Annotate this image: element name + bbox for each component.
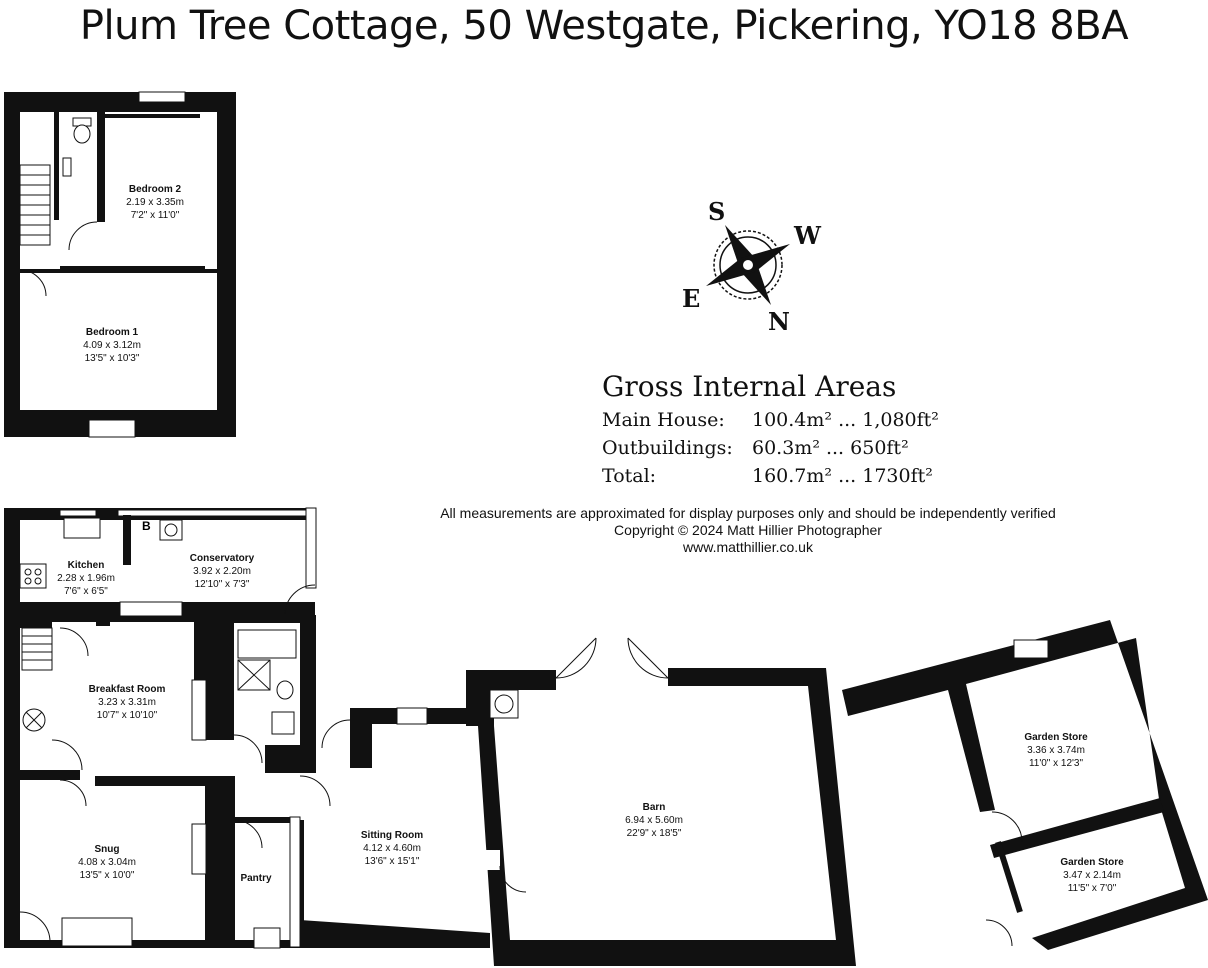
door-swing <box>19 269 47 297</box>
toilet-icon <box>276 680 294 700</box>
fireplace-icon <box>191 679 207 741</box>
snug-metric: 4.08 x 3.04m <box>78 857 136 868</box>
sitting-room-name: Sitting Room <box>361 830 423 841</box>
compass-w: W <box>793 221 822 250</box>
hob-icon <box>19 563 47 589</box>
sitting-room-metric: 4.12 x 4.60m <box>363 843 421 854</box>
window <box>119 601 183 617</box>
garden-store-2-metric: 3.47 x 2.14m <box>1063 870 1121 881</box>
page-title: Plum Tree Cottage, 50 Westgate, Pickerin… <box>79 3 1129 49</box>
door-swing <box>51 739 83 771</box>
bedroom-1-imperial: 13'5" x 10'3" <box>85 353 140 364</box>
sitting-room-imperial: 13'6" x 15'1" <box>365 856 420 867</box>
door-swing <box>499 865 527 893</box>
staircase <box>21 627 53 671</box>
window <box>396 707 428 725</box>
barn: Barn 6.94 x 5.60m 22'9" x 18'5" <box>466 637 856 966</box>
breakfast-room-name: Breakfast Room <box>89 684 166 695</box>
window <box>61 917 133 947</box>
window <box>138 91 186 103</box>
kitchen-metric: 2.28 x 1.96m <box>57 573 115 584</box>
garden-stores: Garden Store 3.36 x 3.74m 11'0" x 12'3" … <box>842 620 1208 950</box>
snug-imperial: 13'5" x 10'0" <box>80 870 135 881</box>
door-swing <box>284 584 316 616</box>
door-swing <box>233 819 263 849</box>
bedroom-1-metric: 4.09 x 3.12m <box>83 340 141 351</box>
door-swing <box>985 919 1013 947</box>
door-swing <box>299 775 331 807</box>
copyright-line: Copyright © 2024 Matt Hillier Photograph… <box>614 522 882 538</box>
kitchen-imperial: 7'6" x 6'5" <box>64 586 108 597</box>
door-swing <box>19 911 51 943</box>
garden-store-1-imperial: 11'0" x 12'3" <box>1029 758 1084 769</box>
window <box>1013 639 1049 659</box>
main-house-value: 100.4m² ... 1,080ft² <box>752 409 939 431</box>
barn-metric: 6.94 x 5.60m <box>625 815 683 826</box>
window <box>117 509 307 517</box>
door-swing <box>59 627 89 657</box>
garden-store-2-name: Garden Store <box>1060 857 1124 868</box>
door-swing <box>555 637 597 679</box>
disclaimer-line: All measurements are approximated for di… <box>440 505 1056 521</box>
door-swing <box>233 734 263 764</box>
total-value: 160.7m² ... 1730ft² <box>752 465 933 487</box>
main-house-label: Main House: <box>602 409 725 431</box>
breakfast-room-imperial: 10'7" x 10'10" <box>97 710 158 721</box>
sink-icon <box>63 517 101 539</box>
boiler-label: B <box>142 519 151 533</box>
snug-name: Snug <box>95 844 120 855</box>
sink-icon <box>271 711 295 735</box>
areas-row-outbuildings: Outbuildings: 60.3m² ... 650ft² <box>602 434 952 462</box>
bath-icon <box>237 629 297 659</box>
compass-s: S <box>708 197 725 226</box>
toilet-icon <box>72 117 92 144</box>
compass-rose-icon: S W E N <box>682 197 822 336</box>
compass-e: E <box>682 284 700 313</box>
door-swing <box>627 637 669 679</box>
bedroom-1-name: Bedroom 1 <box>86 327 139 338</box>
conservatory-metric: 3.92 x 2.20m <box>193 566 251 577</box>
bedroom-2-name: Bedroom 2 <box>129 184 182 195</box>
conservatory-name: Conservatory <box>190 553 255 564</box>
bedroom-2-imperial: 7'2" x 11'0" <box>131 210 180 221</box>
door-swing <box>321 719 351 749</box>
outbuildings-label: Outbuildings: <box>602 437 733 459</box>
window <box>59 509 97 517</box>
pantry-name: Pantry <box>240 873 272 884</box>
barn-imperial: 22'9" x 18'5" <box>627 828 682 839</box>
total-label: Total: <box>602 465 657 487</box>
areas-row-main: Main House: 100.4m² ... 1,080ft² <box>602 406 952 434</box>
gross-internal-areas: Gross Internal Areas Main House: 100.4m²… <box>602 368 952 490</box>
washing-machine-icon <box>159 519 183 541</box>
fireplace-icon <box>191 823 207 875</box>
door-swing <box>59 779 87 807</box>
garden-store-1-name: Garden Store <box>1024 732 1088 743</box>
areas-row-total: Total: 160.7m² ... 1730ft² <box>602 462 952 490</box>
website-link: www.matthillier.co.uk <box>683 539 813 555</box>
disclaimer: All measurements are approximated for di… <box>400 505 1096 556</box>
door-swing <box>991 811 1023 843</box>
areas-heading: Gross Internal Areas <box>602 370 897 403</box>
staircase <box>19 164 51 246</box>
first-floor: Bedroom 2 2.19 x 3.35m 7'2" x 11'0" Bedr… <box>4 91 236 438</box>
outbuildings-value: 60.3m² ... 650ft² <box>752 437 909 459</box>
bedroom-2-metric: 2.19 x 3.35m <box>126 197 184 208</box>
door-swing <box>68 221 98 251</box>
conservatory-imperial: 12'10" x 7'3" <box>195 579 250 590</box>
garden-store-2-imperial: 11'5" x 7'0" <box>1068 883 1117 894</box>
garden-store-1-metric: 3.36 x 3.74m <box>1027 745 1085 756</box>
kitchen-name: Kitchen <box>68 560 105 571</box>
ground-floor: B Kitchen 2.28 x 1.96m 7'6" x 6'5" Conse… <box>4 507 494 949</box>
window <box>88 419 136 438</box>
breakfast-room-metric: 3.23 x 3.31m <box>98 697 156 708</box>
window <box>253 927 281 949</box>
barn-name: Barn <box>643 802 666 813</box>
compass-n: N <box>768 307 790 336</box>
sink-icon <box>62 157 72 177</box>
extractor-icon <box>489 689 519 719</box>
